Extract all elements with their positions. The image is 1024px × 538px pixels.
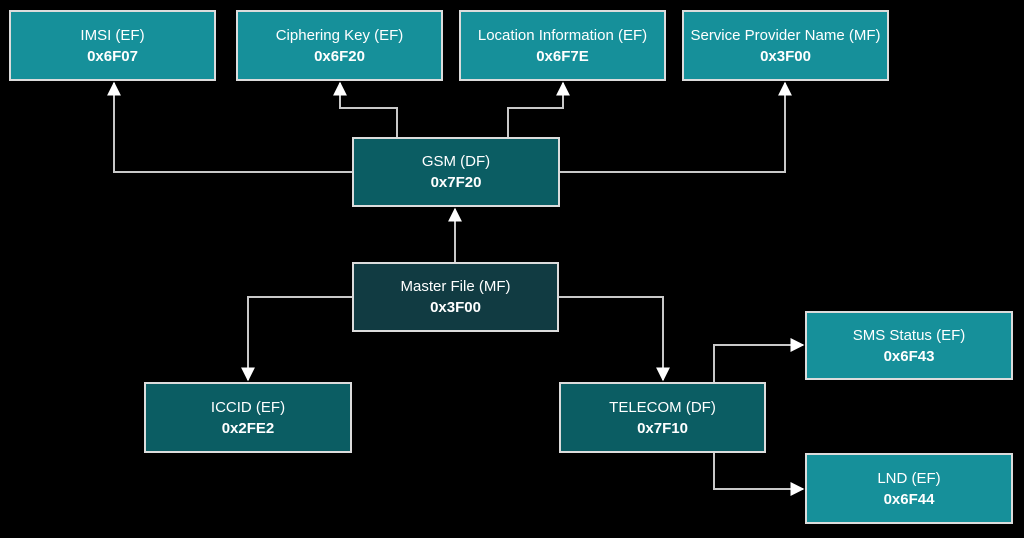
connector-gsm-to-imsi [107, 81, 352, 173]
node-telecom-code: 0x7F10 [637, 419, 688, 437]
node-lnd-label: LND (EF) [877, 469, 941, 487]
node-imsi-label: IMSI (EF) [80, 26, 145, 44]
node-telecom-label: TELECOM (DF) [609, 398, 716, 416]
node-location-information-label: Location Information (EF) [477, 26, 648, 44]
node-sms-status-label: SMS Status (EF) [852, 326, 966, 344]
connector-telecom-to-sms-status [713, 338, 805, 382]
connector-master-file-to-iccid [241, 296, 352, 382]
node-location-information-code: 0x6F7E [536, 47, 589, 65]
node-service-provider-name: Service Provider Name (MF) 0x3F00 [682, 10, 889, 81]
node-master-file: Master File (MF) 0x3F00 [352, 262, 559, 332]
node-iccid-code: 0x2FE2 [221, 419, 275, 437]
node-iccid-label: ICCID (EF) [210, 398, 286, 416]
node-master-file-label: Master File (MF) [400, 278, 511, 295]
connector-gsm-to-ciphering-key [333, 81, 398, 137]
connector-master-file-to-telecom [559, 296, 670, 382]
node-gsm: GSM (DF) 0x7F20 [352, 137, 560, 207]
node-sms-status-code: 0x6F43 [883, 347, 935, 365]
node-ciphering-key: Ciphering Key (EF) 0x6F20 [236, 10, 443, 81]
connector-gsm-to-location-information [507, 81, 570, 137]
node-iccid: ICCID (EF) 0x2FE2 [144, 382, 352, 453]
node-location-information: Location Information (EF) 0x6F7E [459, 10, 666, 81]
node-ciphering-key-code: 0x6F20 [314, 47, 365, 65]
node-imsi-code: 0x6F07 [87, 47, 138, 65]
node-sms-status: SMS Status (EF) 0x6F43 [805, 311, 1013, 380]
node-gsm-label: GSM (DF) [421, 153, 491, 170]
node-imsi: IMSI (EF) 0x6F07 [9, 10, 216, 81]
connector-gsm-to-service-provider-name [560, 81, 792, 173]
node-lnd-code: 0x6F44 [883, 490, 935, 508]
node-lnd: LND (EF) 0x6F44 [805, 453, 1013, 524]
connector-telecom-to-lnd [713, 453, 805, 496]
node-service-provider-name-label: Service Provider Name (MF) [690, 26, 881, 44]
node-ciphering-key-label: Ciphering Key (EF) [275, 26, 404, 44]
node-gsm-code: 0x7F20 [430, 174, 482, 191]
node-master-file-code: 0x3F00 [430, 299, 481, 316]
node-service-provider-name-code: 0x3F00 [760, 47, 811, 65]
node-telecom: TELECOM (DF) 0x7F10 [559, 382, 766, 453]
